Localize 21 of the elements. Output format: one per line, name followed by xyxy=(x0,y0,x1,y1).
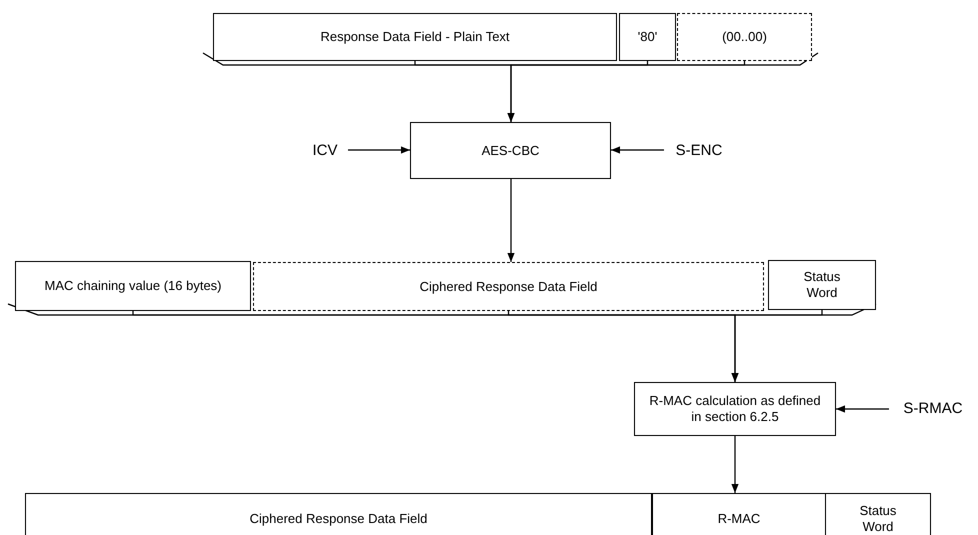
data-field: '80' xyxy=(619,13,676,61)
padding-field: (00..00) xyxy=(677,13,812,61)
arrow xyxy=(507,179,515,262)
arrow xyxy=(348,146,410,154)
data-field: Ciphered Response Data Field xyxy=(25,493,652,535)
data-field: Ciphered Response Data Field xyxy=(253,262,764,311)
arrow xyxy=(731,310,823,382)
arrow xyxy=(507,61,746,122)
arrow xyxy=(731,436,739,493)
arrow xyxy=(836,405,889,413)
process-box: R-MAC calculation as defined in section 6.2.5 xyxy=(634,382,836,436)
data-field: Status Word xyxy=(768,260,876,310)
data-field: R-MAC xyxy=(652,493,826,535)
data-field: MAC chaining value (16 bytes) xyxy=(15,261,251,311)
input-label: S-ENC xyxy=(664,140,734,162)
data-field: Status Word xyxy=(825,493,931,535)
data-field: Response Data Field - Plain Text xyxy=(213,13,617,61)
arrow xyxy=(611,146,664,154)
process-box: AES-CBC xyxy=(410,122,611,179)
input-label: ICV xyxy=(302,140,348,162)
input-label: S-RMAC xyxy=(889,398,977,420)
